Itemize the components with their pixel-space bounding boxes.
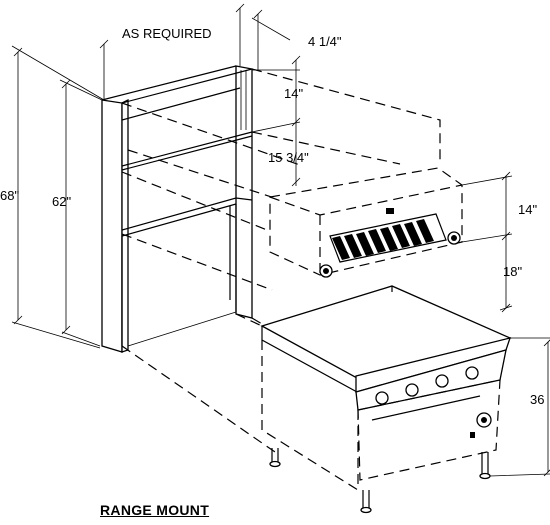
drawing-title: RANGE MOUNT: [100, 502, 210, 518]
range-legs: [269, 448, 491, 514]
shelf-stand: [101, 65, 253, 353]
clearance-label: 18": [503, 264, 522, 279]
gap-depth-label: 15 3/4": [268, 150, 309, 165]
as-required-label: AS REQUIRED: [122, 26, 212, 41]
upper-depth-label: 14": [284, 86, 303, 101]
salamander-broiler: [269, 167, 463, 278]
control-knobs: [375, 366, 479, 405]
range-height-label: 36: [530, 392, 544, 407]
broiler-grate: [329, 213, 447, 263]
range-unit: [260, 285, 512, 514]
overall-height-label: 68": [0, 188, 19, 203]
broiler-height-label: 14": [518, 202, 537, 217]
projection-lines: [121, 68, 441, 453]
shelf-height-label: 62": [52, 194, 71, 209]
depth-offset-label: 4 1/4": [308, 34, 342, 49]
dimension-lines: [11, 3, 550, 477]
